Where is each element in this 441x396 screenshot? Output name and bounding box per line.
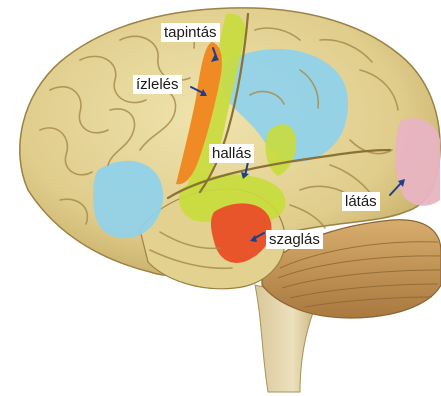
visual-area [395, 118, 440, 205]
label-tapintas: tapintás [161, 23, 220, 42]
label-szaglas: szaglás [266, 230, 323, 249]
label-hallas: hallás [209, 144, 254, 163]
label-izleles: ízlelés [133, 75, 182, 94]
label-latas: látás [342, 192, 380, 211]
